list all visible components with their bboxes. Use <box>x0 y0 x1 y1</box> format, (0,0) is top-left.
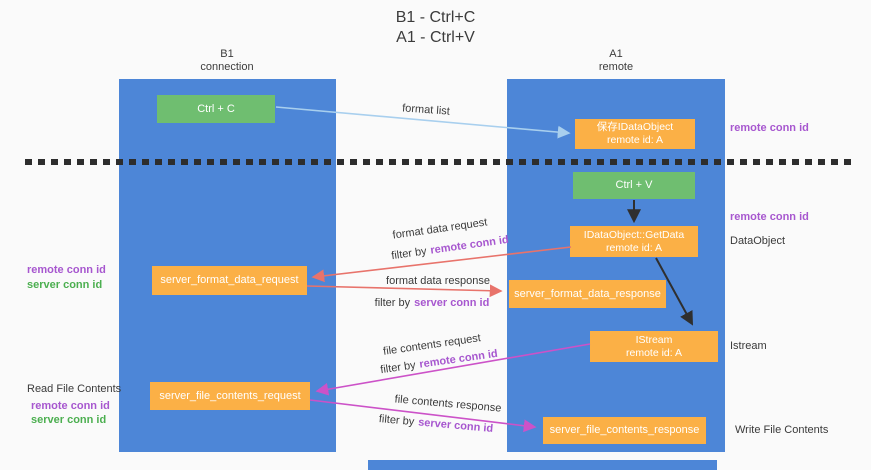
lane-b1-role: connection <box>200 61 254 73</box>
remote-conn-id-label-top-right: remote conn id <box>730 122 809 134</box>
getdata-line2: remote id: A <box>605 241 663 254</box>
server-file-contents-response-box: server_file_contents_response <box>543 417 706 444</box>
lane-header-b1: B1 connection <box>177 48 277 74</box>
server-conn-id-highlight: server conn id <box>417 416 494 435</box>
server-format-data-response-label: server_format_data_response <box>514 287 661 300</box>
ctrl-c-box: Ctrl + C <box>157 95 275 123</box>
filter-prefix: filter by <box>374 297 411 309</box>
server-format-data-response-box: server_format_data_response <box>509 280 666 308</box>
filter-prefix: filter by <box>378 413 415 429</box>
server-format-data-request-label: server_format_data_request <box>160 274 299 286</box>
ctrl-v-label: Ctrl + V <box>615 179 653 191</box>
server-format-data-request-box: server_format_data_request <box>152 266 307 295</box>
dataobject-label: DataObject <box>730 235 786 247</box>
lane-a1-role: remote <box>598 61 634 73</box>
istream-box: IStream remote id: A <box>590 331 718 362</box>
server-conn-id-label-left-1: server conn id <box>27 279 103 291</box>
dashed-separator <box>25 159 853 165</box>
istream-line2: remote id: A <box>625 346 683 359</box>
istream-side-label: Istream <box>730 340 767 352</box>
remote-conn-id-label-mid-right: remote conn id <box>730 211 809 223</box>
getdata-line1: IDataObject::GetData <box>583 228 685 241</box>
istream-line1: IStream <box>635 333 673 346</box>
format-data-response-caption: format data response <box>386 275 490 287</box>
file-contents-response-caption: file contents response <box>394 393 502 415</box>
format-list-caption: format list <box>401 102 451 118</box>
diagram-title: B1 - Ctrl+C A1 - Ctrl+V <box>0 8 871 48</box>
write-file-contents-label: Write File Contents <box>735 424 829 436</box>
title-line-1: B1 - Ctrl+C <box>395 9 476 26</box>
saved-idataobject-box: 保存IDataObject remote id: A <box>575 119 695 149</box>
title-line-2: A1 - Ctrl+V <box>396 29 475 46</box>
server-file-contents-request-label: server_file_contents_request <box>159 389 301 402</box>
filter-by-server-conn-id-2: filter by server conn id <box>378 413 493 435</box>
saved-idataobject-line1: 保存IDataObject <box>596 121 674 133</box>
server-conn-id-label-left-2: server conn id <box>31 414 107 426</box>
server-conn-id-highlight: server conn id <box>414 297 490 309</box>
lane-header-a1: A1 remote <box>566 48 666 74</box>
server-file-contents-request-box: server_file_contents_request <box>150 382 310 410</box>
ctrl-c-label: Ctrl + C <box>197 102 235 115</box>
remote-conn-id-label-left-2: remote conn id <box>31 400 110 412</box>
filter-prefix: filter by <box>390 245 428 263</box>
idataobject-getdata-box: IDataObject::GetData remote id: A <box>570 226 698 257</box>
lane-b1-name: B1 <box>220 48 234 60</box>
ctrl-v-box: Ctrl + V <box>573 172 695 199</box>
remote-conn-id-highlight: remote conn id <box>429 233 510 257</box>
remote-conn-id-label-left-1: remote conn id <box>27 264 106 276</box>
saved-idataobject-line2: remote id: A <box>606 134 664 146</box>
filter-by-server-conn-id-1: filter by server conn id <box>375 297 490 309</box>
read-file-contents-label: Read File Contents <box>27 383 122 395</box>
server-file-contents-response-label: server_file_contents_response <box>549 424 700 436</box>
filter-prefix: filter by <box>379 359 417 377</box>
bottom-bar-partial <box>368 460 717 470</box>
lane-a1-name: A1 <box>609 48 623 60</box>
